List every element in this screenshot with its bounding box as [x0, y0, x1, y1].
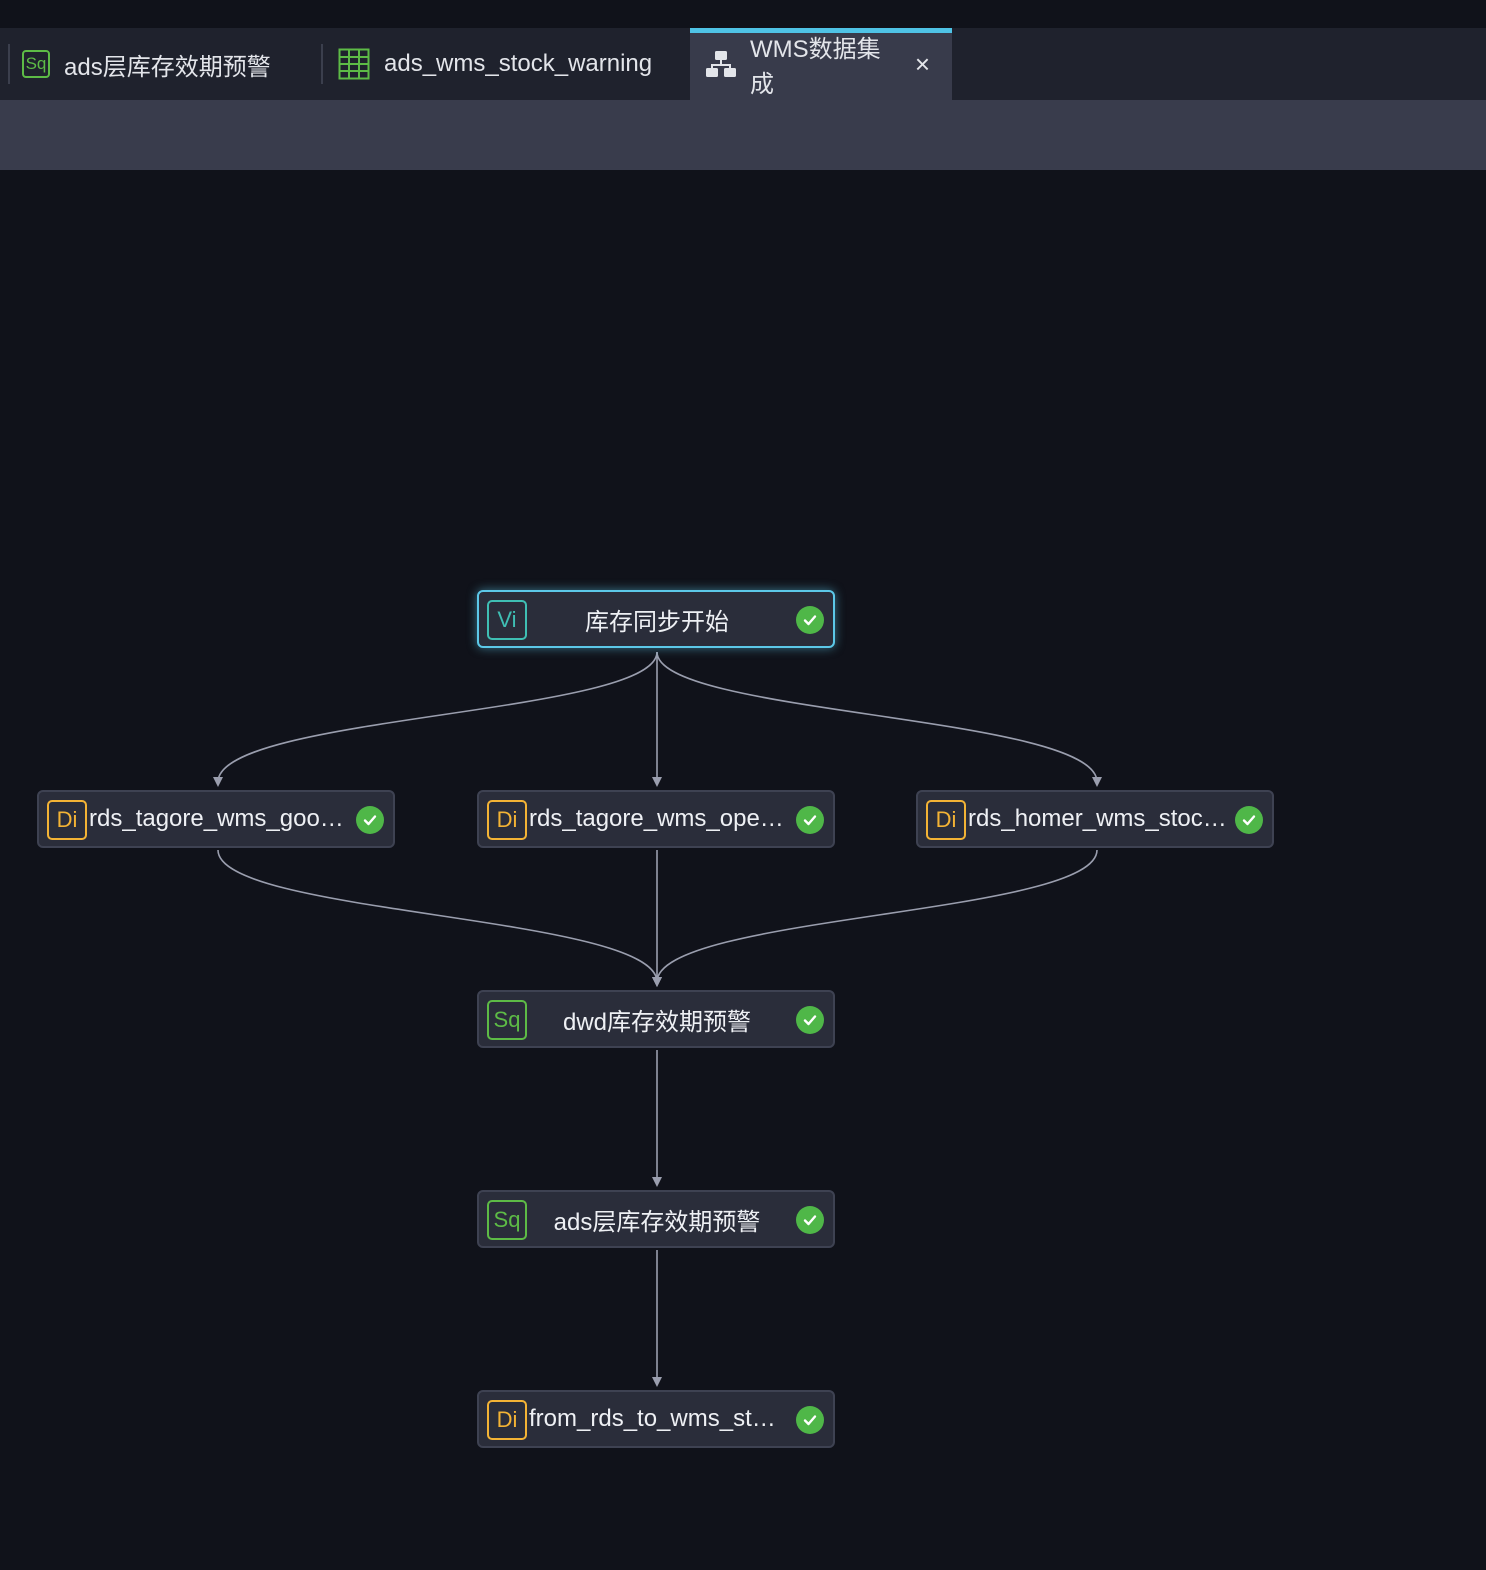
tab-label: ads_wms_stock_warning: [384, 50, 653, 77]
tab-label: ads层库存效期预警: [64, 53, 271, 81]
sql-node-icon: Sq: [487, 1000, 527, 1040]
node-label: rds_homer_wms_stoc…: [968, 805, 1224, 832]
node-label: ads层库存效期预警: [553, 1208, 761, 1236]
node-label: 库存同步开始: [585, 608, 729, 636]
close-icon[interactable]: ×: [914, 48, 930, 79]
tab-workflow-active[interactable]: WMS数据集成 ×: [690, 28, 952, 100]
data-integration-icon: Di: [47, 800, 87, 840]
sql-node-icon: Sq: [22, 50, 50, 78]
tab-separator: [321, 44, 323, 84]
success-check-icon: [796, 606, 824, 634]
data-integration-icon: Di: [926, 800, 966, 840]
tab-label: WMS数据集成: [750, 36, 881, 98]
data-integration-icon: Di: [487, 1400, 527, 1440]
success-check-icon: [1235, 806, 1263, 834]
table-grid-icon: [338, 48, 370, 80]
node-start[interactable]: Vi 库存同步开始: [477, 590, 835, 648]
edge-start-n1: [213, 651, 658, 787]
node-dwd-warning[interactable]: Sq dwd库存效期预警: [477, 990, 835, 1048]
data-integration-icon: Di: [487, 800, 527, 840]
success-check-icon: [356, 806, 384, 834]
tab-ads-sql[interactable]: Sq ads层库存效期预警: [0, 28, 322, 100]
node-label: from_rds_to_wms_st…: [529, 1405, 776, 1432]
node-rds-tagore-goods[interactable]: Di rds_tagore_wms_goo…: [37, 790, 395, 848]
workflow-canvas[interactable]: Vi 库存同步开始 Di rds_tagore_wms_goo… Di rds_…: [0, 170, 1486, 1570]
node-ads-warning[interactable]: Sq ads层库存效期预警: [477, 1190, 835, 1248]
edge-start-n3: [656, 651, 1102, 787]
sql-node-icon: Sq: [487, 1200, 527, 1240]
edge-n1-dwd: [217, 849, 662, 987]
editor-tab-bar: Sq ads层库存效期预警 ads_wms_stock_warning: [0, 28, 1486, 100]
node-rds-homer-stock[interactable]: Di rds_homer_wms_stoc…: [916, 790, 1274, 848]
tab-table[interactable]: ads_wms_stock_warning: [322, 28, 690, 100]
tab-separator: [8, 44, 10, 84]
top-strip: [0, 0, 1486, 28]
node-label: dwd库存效期预警: [562, 1008, 752, 1036]
edge-n3-dwd: [652, 849, 1098, 987]
node-label: rds_tagore_wms_goo…: [89, 805, 344, 832]
success-check-icon: [796, 1006, 824, 1034]
dependency-edges: [213, 651, 1102, 1387]
workflow-toolbar: [0, 100, 1486, 170]
success-check-icon: [796, 806, 824, 834]
workflow-icon: [706, 50, 736, 78]
success-check-icon: [796, 1206, 824, 1234]
node-rds-tagore-ope[interactable]: Di rds_tagore_wms_ope…: [477, 790, 835, 848]
node-label: rds_tagore_wms_ope…: [529, 805, 784, 832]
node-from-rds-to-wms[interactable]: Di from_rds_to_wms_st…: [477, 1390, 835, 1448]
success-check-icon: [796, 1406, 824, 1434]
virtual-node-icon: Vi: [487, 600, 527, 640]
